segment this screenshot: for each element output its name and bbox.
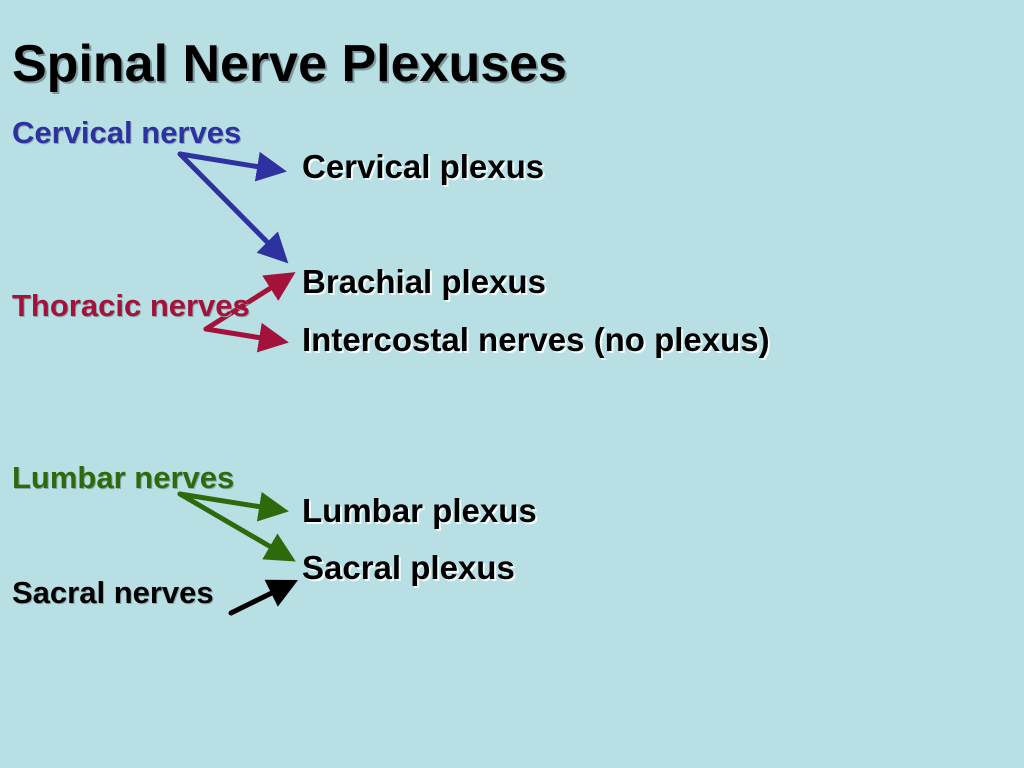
arrow-lumbar-to-lumbar-plexus xyxy=(177,491,289,522)
arrow-lumbar-to-sacral-plexus xyxy=(177,491,296,562)
lumbar-plexus-label: Lumbar plexus xyxy=(302,492,537,529)
arrow-sacral-to-sacral-plexus xyxy=(228,579,299,616)
arrow-thoracic-to-intercostal xyxy=(203,322,289,353)
brachial-plexus-label: Brachial plexus xyxy=(302,263,546,300)
cervical-plexus-label: Cervical plexus xyxy=(302,148,545,185)
intercostal-nerves-label: Intercostal nerves (no plexus) xyxy=(302,321,770,358)
sacral-plexus-label: Sacral plexus xyxy=(302,549,515,586)
sacral-nerves-label: Sacral nerves xyxy=(12,575,214,610)
cervical-nerves-label: Cervical nerves xyxy=(12,115,242,150)
arrow-thoracic-to-brachial-plexus xyxy=(203,272,296,332)
thoracic-nerves-label: Thoracic nerves xyxy=(12,288,250,323)
slide-title: Spinal Nerve Plexuses xyxy=(12,35,567,93)
lumbar-nerves-label: Lumbar nerves xyxy=(12,460,235,495)
arrow-cervical-to-brachial-plexus xyxy=(177,151,289,264)
arrow-cervical-to-cervical-plexus xyxy=(177,151,287,182)
